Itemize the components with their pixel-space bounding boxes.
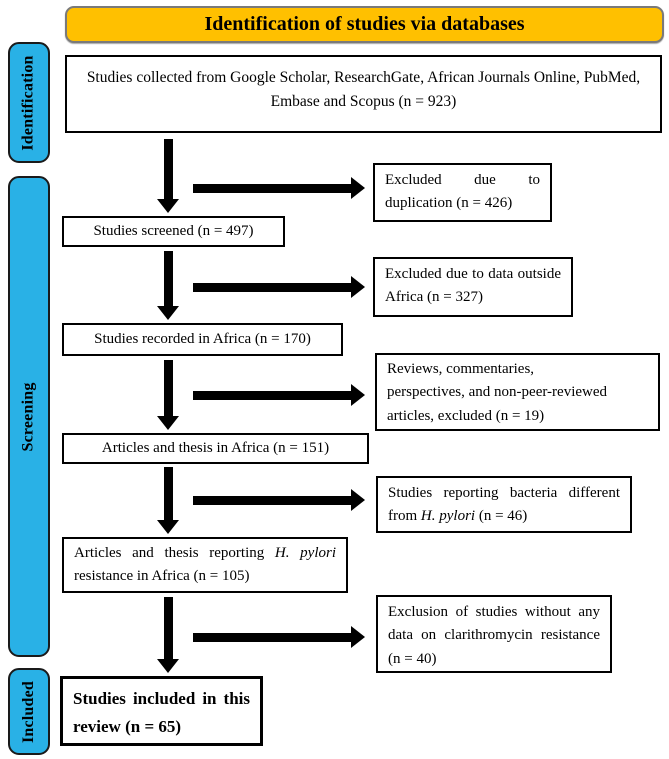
box-excluded-outside-africa-text: Excluded due to data outside Africa (n =… [385,266,561,306]
box-articles-thesis: Articles and thesis in Africa (n = 151) [62,433,369,464]
down-arrow-4-icon [157,467,179,534]
box-excluded-outside-africa: Excluded due to data outside Africa (n =… [373,257,573,317]
phase-bar-screening: Screening [8,176,50,657]
box-excluded-reviews: Reviews, commentaries, perspectives, and… [375,353,660,431]
box-excluded-duplication: Excluded due to duplication (n = 426) [373,163,552,222]
box-studies-screened-text: Studies screened (n = 497) [93,222,254,239]
box-excluded-clarithromycin-text: Exclusion of studies without any data on… [388,604,600,667]
phase-label-screening: Screening [20,381,37,452]
box-articles-reporting-text-italic: H. pylori [274,545,336,561]
down-arrow-2-icon [157,251,179,320]
diagram-title-banner: Identification of studies via databases [65,6,664,43]
right-arrow-1-icon [193,177,365,199]
box-studies-collected: Studies collected from Google Scholar, R… [65,55,662,133]
box-studies-included-text: Studies included in this review (n = 65) [73,689,250,737]
box-articles-reporting-text-post: resistance in Africa (n = 105) [74,568,250,585]
down-arrow-1-icon [157,139,179,213]
box-studies-recorded-text: Studies recorded in Africa (n = 170) [94,330,311,347]
box-excluded-bacteria: Studies reporting bacteria different fro… [376,476,632,533]
box-excluded-duplication-text: Excluded due to duplication (n = 426) [385,172,540,212]
box-articles-thesis-text: Articles and thesis in Africa (n = 151) [101,439,330,456]
right-arrow-2-icon [193,276,365,298]
box-articles-reporting-text-pre: Articles and thesis reporting [74,545,275,561]
box-excluded-reviews-line3: articles, excluded (n = 19) [387,407,545,424]
down-arrow-5-icon [157,597,179,673]
box-studies-screened: Studies screened (n = 497) [62,216,285,247]
box-excluded-reviews-line2: perspectives, and non-peer-reviewed [387,384,608,401]
box-studies-recorded: Studies recorded in Africa (n = 170) [62,323,343,356]
box-studies-collected-text: Studies collected from Google Scholar, R… [86,69,641,111]
phase-bar-identification: Identification [8,42,50,163]
box-studies-included: Studies included in this review (n = 65) [60,676,263,746]
phase-label-included: Included [20,680,38,743]
down-arrow-3-icon [157,360,179,430]
box-excluded-bacteria-text-pre: Studies reporting bacteria different fro… [388,485,620,525]
right-arrow-5-icon [193,626,365,648]
box-excluded-reviews-line1: Reviews, commentaries, [387,361,535,377]
phase-bar-included: Included [8,668,50,755]
box-excluded-bacteria-text-italic: H. pylori [420,508,476,525]
phase-label-identification: Identification [20,54,37,151]
right-arrow-4-icon [193,489,365,511]
diagram-title: Identification of studies via databases [204,13,525,35]
box-excluded-bacteria-text-post: (n = 46) [475,508,528,525]
box-articles-reporting: Articles and thesis reporting H. pylori … [62,537,348,593]
right-arrow-3-icon [193,384,365,406]
box-excluded-clarithromycin: Exclusion of studies without any data on… [376,595,612,673]
